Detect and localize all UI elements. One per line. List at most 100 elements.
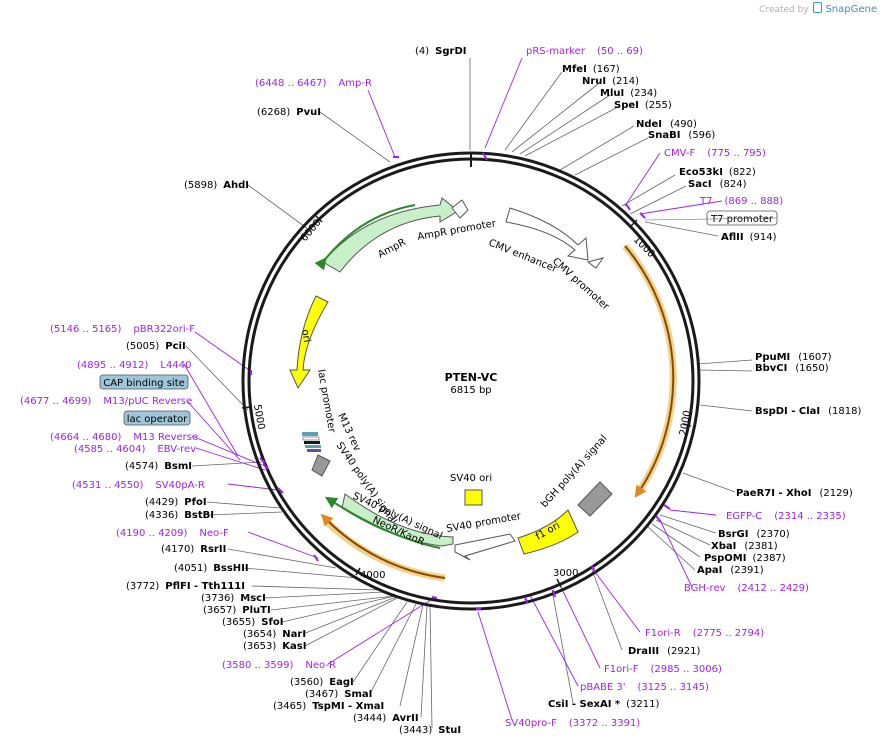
enzyme-label-bsshii: (4051)BssHII	[174, 563, 249, 574]
ori-label: ori	[299, 329, 312, 344]
credit-brand: SnapGene	[825, 4, 877, 15]
plasmid-name: PTEN-VC	[445, 371, 498, 384]
snapgene-credit: Created by SnapGene	[759, 2, 877, 15]
cmv-enhancer-label: CMV enhancer	[487, 238, 559, 276]
primer-label-neo-f: (4190 .. 4209)Neo-F	[116, 528, 229, 539]
primer-label-m13-puc-reverse: (4677 .. 4699)M13/pUC Reverse	[20, 396, 192, 407]
enzyme-label-smai: (3467)SmaI	[305, 689, 372, 700]
enzyme-label-bsrgi: BsrGI(2370)	[718, 529, 790, 540]
enzyme-labels-right: (4)SgrDI MfeI(167) NruI(214) MluI(234) S…	[415, 46, 861, 710]
enzyme-label-pcii: (5005)PciI	[126, 341, 186, 352]
enzyme-label-pluti: (3657)PluTI	[203, 605, 271, 616]
enzyme-label-msci: (3736)MscI	[201, 593, 266, 604]
cmv-promoter-label: CMV promoter	[550, 256, 612, 313]
primer-label-egfp-c: EGFP-C(2314 .. 2335)	[726, 511, 846, 522]
enzyme-label-sgrdi: (4)SgrDI	[415, 46, 467, 57]
cmv-promoter-feature	[586, 257, 605, 269]
lac-operator-label: lac operator	[127, 414, 188, 425]
tick-marks	[241, 215, 692, 588]
primer-label-t7: T7(869 .. 888)	[699, 196, 783, 207]
enzyme-label-nari: (3654)NarI	[243, 629, 306, 640]
ampr-green-strand	[314, 204, 416, 271]
enzyme-label-bsmi: (4574)BsmI	[125, 461, 192, 472]
enzyme-label-ndei: NdeI(490)	[636, 119, 697, 130]
primer-leader-lines	[183, 57, 723, 721]
enzyme-label-eagi: (3560)EagI	[290, 677, 354, 688]
orange-feature-bottom-arrow	[320, 513, 446, 579]
primer-label-pbr322ori-f: (5146 .. 5165)pBR322ori-F	[50, 324, 195, 335]
enzyme-label-pvui: (6268)PvuI	[257, 107, 321, 118]
enzyme-label-sfoi: (3655)SfoI	[222, 617, 283, 628]
plasmid-size: 6815 bp	[450, 385, 491, 396]
leader-lines	[185, 58, 753, 729]
primer-label-pbabe-3: pBABE 3'(3125 .. 3145)	[580, 682, 709, 693]
enzyme-label-mlui: MluI(234)	[600, 88, 657, 99]
enzyme-label-bstbi: (4336)BstBI	[145, 510, 214, 521]
lac-promoter-label: lac promoter	[315, 369, 337, 435]
enzyme-label-snabi: SnaBI(596)	[648, 130, 715, 141]
ori-feature	[289, 295, 329, 390]
enzyme-label-bspdi-clai: BspDI - ClaI(1818)	[755, 406, 861, 417]
ampr-promoter-feature	[451, 199, 469, 219]
primer-label-amp-r: (6448 .. 6467)Amp-R	[255, 78, 372, 89]
primer-label-ebv-rev: (4585 .. 4604)EBV-rev	[74, 444, 196, 455]
cap-binding-site-label: CAP binding site	[103, 378, 185, 389]
enzyme-label-pfoi: (4429)PfoI	[145, 497, 207, 508]
primer-labels: pRS-marker(50 .. 69) CMV-F(775 .. 795) T…	[20, 46, 846, 729]
enzyme-label-paer7i-xhoi: PaeR7I - XhoI(2129)	[736, 488, 853, 499]
neor-green-strand	[324, 496, 441, 549]
f1-ori-feature	[517, 509, 579, 555]
enzyme-label-tspmi-xmai: (3465)TspMI - XmaI	[273, 701, 384, 712]
primer-label-bgh-rev: BGH-rev(2412 .. 2429)	[684, 583, 809, 594]
sv40-polya-left-feature	[311, 454, 331, 477]
cmv-enhancer-feature	[505, 207, 589, 261]
enzyme-label-eco53ki: Eco53kI(822)	[679, 167, 756, 178]
enzyme-labels-left: (3443)StuI (3444)AvrII (3465)TspMI - Xma…	[125, 107, 461, 736]
enzyme-label-apai: ApaI(2391)	[697, 565, 764, 576]
enzyme-label-spei: SpeI(255)	[614, 100, 672, 111]
primer-label-sv40pro-f: SV40pro-F(3372 .. 3391)	[505, 718, 640, 729]
primer-label-f1ori-r: F1ori-R(2775 .. 2794)	[645, 628, 764, 639]
primer-label-f1ori-f: F1ori-F(2985 .. 3006)	[604, 664, 722, 675]
lac-elements	[302, 432, 321, 452]
t7-promoter-leader	[644, 217, 778, 221]
primer-label-sv40pa-r: (4531 .. 4550)SV40pA-R	[72, 480, 205, 491]
enzyme-label-csii-sexai: CsiI - SexAI *(3211)	[548, 699, 660, 710]
ampr-feature	[322, 197, 459, 273]
ampr-label: AmpR	[376, 237, 408, 261]
enzyme-label-draiii: DraIII(2921)	[628, 646, 701, 657]
credit-prefix: Created by	[759, 5, 809, 15]
cap-binding-site-box	[99, 374, 189, 390]
t7-promoter-label: T7 promoter	[710, 214, 774, 225]
enzyme-label-xbai: XbaI(2381)	[711, 541, 778, 552]
enzyme-label-rsrii: (4170)RsrII	[161, 544, 226, 555]
primer-label-neo-r: (3580 .. 3599)Neo-R	[222, 660, 336, 671]
enzyme-label-saci: SacI(824)	[688, 179, 747, 190]
tick-label-5000: 5000	[251, 404, 266, 431]
enzyme-label-avrii: (3444)AvrII	[353, 713, 419, 724]
bgh-polya-feature	[577, 481, 613, 517]
tick-label-2000: 2000	[678, 410, 693, 437]
primer-label-cmv-f: CMV-F(775 .. 795)	[664, 148, 766, 159]
tick-label-4000: 4000	[360, 570, 385, 581]
enzyme-label-bbvci: BbvCI(1650)	[755, 363, 829, 374]
sv40-ori-feature	[464, 489, 483, 506]
tick-label-6000: 6000	[299, 217, 324, 244]
primer-label-prs-marker: pRS-marker(50 .. 69)	[526, 46, 643, 57]
primer-label-m13-reverse: (4664 .. 4680)M13 Reverse	[50, 432, 198, 443]
enzyme-label-nrui: NruI(214)	[582, 76, 639, 87]
orange-feature-right-arrow	[624, 245, 675, 498]
snapgene-logo-icon	[812, 2, 822, 13]
enzyme-label-kasi: (3653)KasI	[243, 641, 306, 652]
tick-label-3000: 3000	[553, 568, 578, 579]
enzyme-label-pspomi: PspOMI(2387)	[704, 553, 786, 564]
primer-label-l4440: (4895 .. 4912)L4440	[77, 360, 191, 371]
primer-marks	[250, 152, 671, 610]
sv40-ori-label: SV40 ori	[450, 473, 492, 484]
lac-operator-box	[123, 410, 191, 426]
enzyme-label-aflii: AflII(914)	[721, 232, 777, 243]
sv40-promoter-label: SV40 promoter	[446, 511, 523, 535]
enzyme-label-stui: (3443)StuI	[399, 725, 461, 736]
sv40-promoter-feature	[454, 533, 516, 561]
